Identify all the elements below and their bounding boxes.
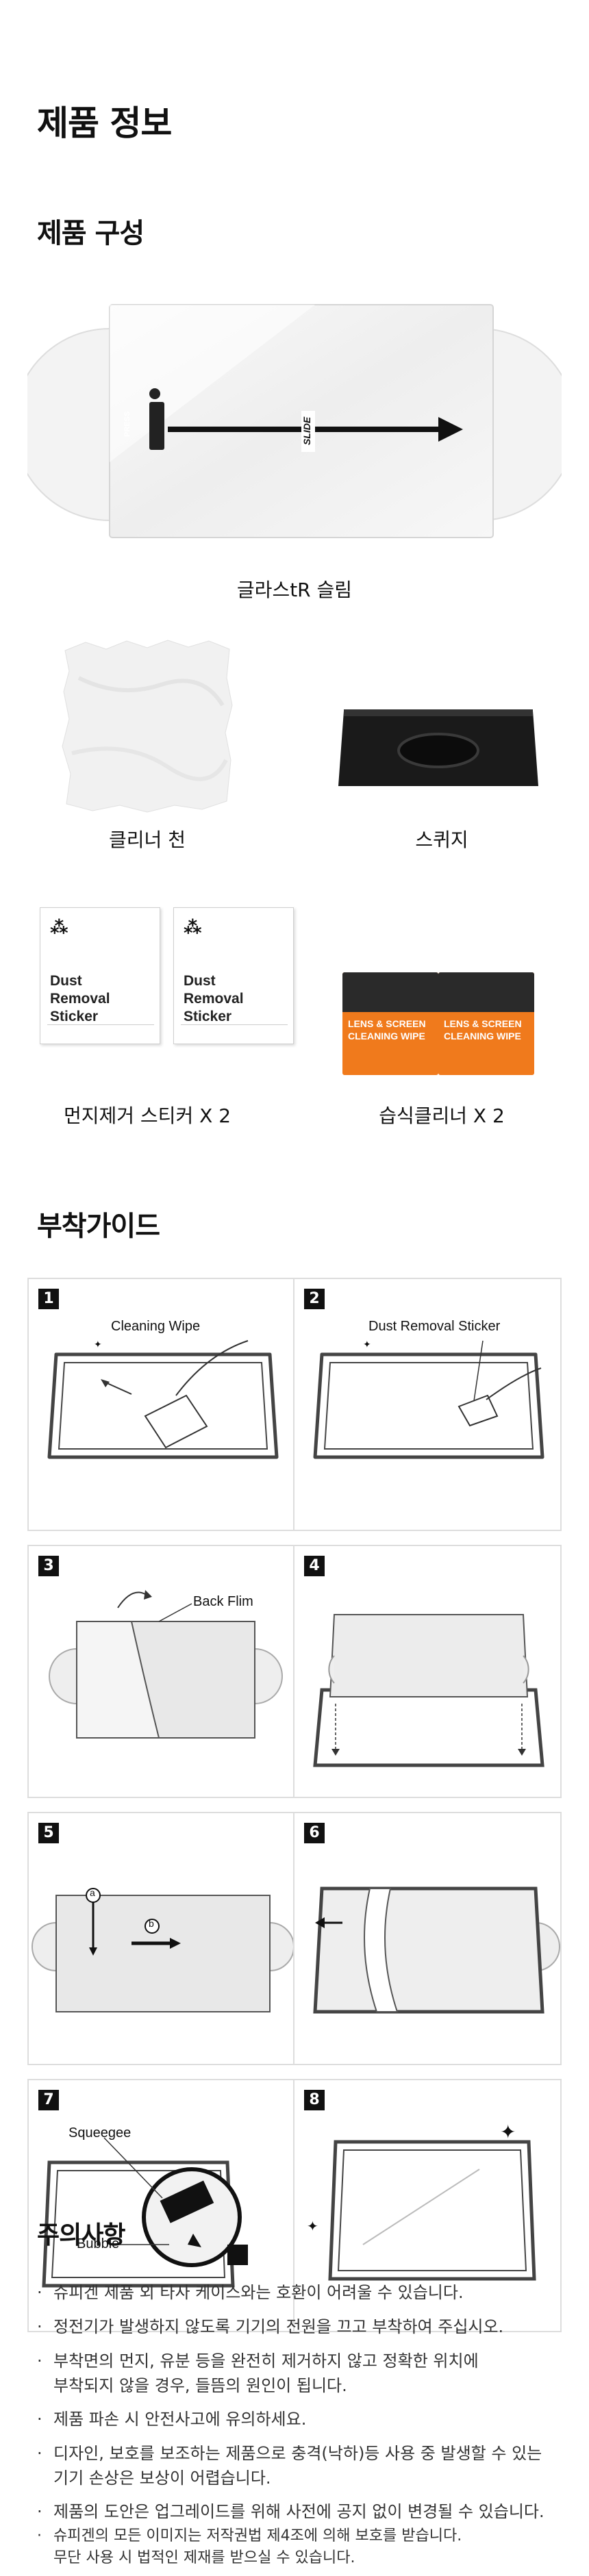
step-number: 4 — [304, 1556, 325, 1576]
dust-sticker-2: ⁂ Dust Removal Sticker — [173, 907, 294, 1044]
glass-film-image — [13, 291, 576, 551]
caution-item-4: · 제품 파손 시 안전사고에 유의하세요. — [37, 2410, 307, 2429]
guide-step-4: 4 — [293, 1545, 562, 1798]
caution-item-1: · 슈피겐 제품 외 타사 케이스와는 호환이 어려울 수 있습니다. — [37, 2283, 464, 2302]
wipe-text: LENS & SCREEN CLEANING WIPE — [444, 1018, 522, 1041]
wet-wipe-1: LENS & SCREEN CLEANING WIPE — [342, 972, 438, 1075]
step-number: 7 — [38, 2090, 59, 2110]
component-label-squeegee: 스퀴지 — [415, 829, 468, 851]
brand-logo-icon: ⁂ — [184, 918, 202, 938]
guide-step-7: 7 Squeegee Bubble — [27, 2079, 296, 2332]
components-heading: 제품 구성 — [37, 218, 145, 249]
slide-mark: SLIDE — [301, 416, 312, 445]
page-title: 제품 정보 — [37, 103, 172, 143]
squeegee-image — [336, 705, 541, 794]
step-number: 2 — [304, 1289, 325, 1309]
svg-text:✦: ✦ — [500, 2121, 516, 2143]
step-number: 6 — [304, 1823, 325, 1843]
step-number: 8 — [304, 2090, 325, 2110]
step-number: 3 — [38, 1556, 59, 1576]
cleaning-cloth-image — [58, 637, 236, 815]
brand-logo-icon: ⁂ — [50, 918, 68, 938]
guide-step-1: ✦ 1 Cleaning Wipe — [27, 1278, 296, 1531]
step-label: Squeegee — [68, 2125, 131, 2141]
step-number: 5 — [38, 1823, 59, 1843]
step-label: Dust Removal Sticker — [368, 1319, 501, 1334]
guide-step-2: ✦ 2 Dust Removal Sticker — [293, 1278, 562, 1531]
step-number: 1 — [38, 1289, 59, 1309]
caution-item-6: · 제품의 도안은 업그레이드를 위해 사전에 공지 없이 변경될 수 있습니다… — [37, 2502, 544, 2521]
guide-step-8: ✦ ✦ 8 — [293, 2079, 562, 2332]
caution-item-3: · 부착면의 먼지, 유분 등을 완전히 제거하지 않고 정확한 위치에 부착되… — [37, 2351, 479, 2395]
caution-item-5: · 디자인, 보호를 보조하는 제품으로 충격(낙하)등 사용 중 발생할 수 … — [37, 2444, 542, 2488]
wipe-text: LENS & SCREEN CLEANING WIPE — [348, 1018, 426, 1041]
guide-step-5: 5 a b — [27, 1812, 296, 2065]
component-label-film: 글라스tR 슬림 — [236, 579, 353, 601]
dust-sticker-text: Dust Removal Sticker — [50, 973, 110, 1024]
component-label-wipe: 습식클리너 X 2 — [379, 1104, 505, 1127]
dust-sticker-1: ⁂ Dust Removal Sticker — [40, 907, 160, 1044]
caution-item-7: · 슈피겐의 모든 이미지는 저작권법 제4조에 의해 보호를 받습니다. 무단… — [37, 2527, 462, 2566]
guide-heading: 부착가이드 — [37, 1211, 160, 1242]
press-mark: PRESS — [123, 411, 131, 437]
step-mark-b: b — [149, 1918, 154, 1929]
step-label: Cleaning Wipe — [111, 1319, 201, 1334]
dust-sticker-text: Dust Removal Sticker — [184, 973, 244, 1024]
svg-text:✦: ✦ — [363, 1339, 371, 1350]
caution-heading: 주의사항 — [37, 2221, 125, 2249]
step-label-2: Bubble — [77, 2236, 120, 2251]
wet-wipe-2: LENS & SCREEN CLEANING WIPE — [438, 972, 534, 1075]
step-label: Back Flim — [193, 1594, 253, 1609]
svg-text:✦: ✦ — [307, 2218, 318, 2234]
component-label-sticker: 먼지제거 스티커 X 2 — [63, 1104, 231, 1127]
svg-text:✦: ✦ — [94, 1339, 102, 1350]
step-mark-a: a — [90, 1887, 95, 1898]
component-label-cloth: 클리너 천 — [109, 829, 186, 851]
guide-step-6: 6 — [293, 1812, 562, 2065]
guide-step-3: 3 Back Flim — [27, 1545, 296, 1798]
caution-item-2: · 정전기가 발생하지 않도록 기기의 전원을 끄고 부착하여 주십시오. — [37, 2317, 504, 2336]
